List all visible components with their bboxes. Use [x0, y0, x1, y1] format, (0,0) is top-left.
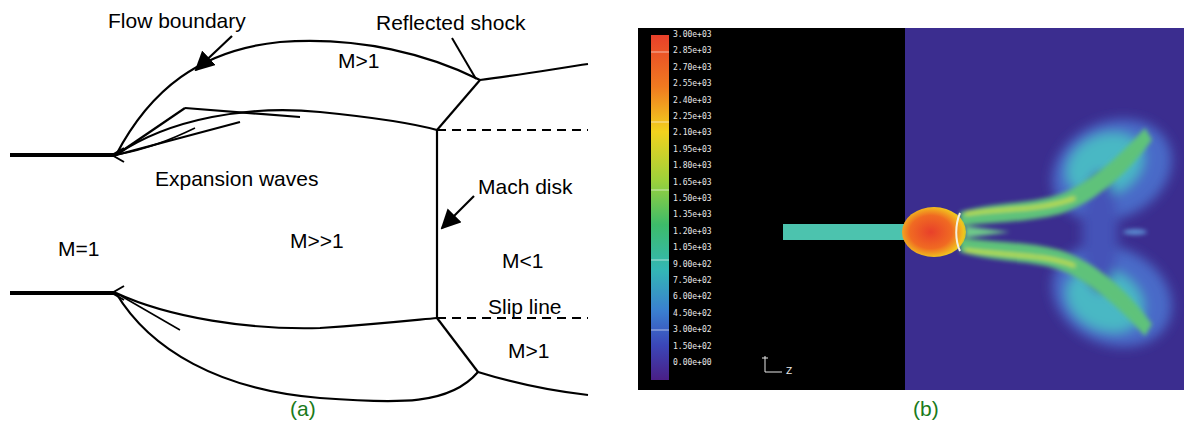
part-label: Mach disk: [478, 176, 573, 197]
colorbar-tick: 1.50e+02: [673, 343, 712, 351]
colorbar-tick: 2.25e+03: [673, 113, 712, 121]
colorbar-tick: 3.00e+02: [673, 326, 712, 334]
colorbar-tick: 3.00e+03: [673, 31, 712, 39]
part-label: Slip line: [488, 296, 562, 317]
colorbar-tick: 1.05e+03: [673, 244, 712, 252]
colorbar-tick: 2.70e+03: [673, 64, 712, 72]
colorbar-tick: 4.50e+02: [673, 310, 712, 318]
mach-number: M=1: [58, 238, 99, 259]
axis-label: Z: [786, 367, 792, 376]
part-label: Expansion waves: [155, 168, 318, 189]
mach-number: M<1: [502, 250, 543, 271]
mach-number: M>>1: [290, 230, 344, 251]
colorbar-tick: 1.80e+03: [673, 162, 712, 170]
colorbar-tick: 1.50e+03: [673, 195, 712, 203]
jet-schematic: [10, 36, 588, 401]
colorbar-tick: 2.40e+03: [673, 97, 712, 105]
colorbar-tick: 1.20e+03: [673, 228, 712, 236]
colorbar-tick: 2.10e+03: [673, 129, 712, 137]
colorbar-tick: 7.50e+02: [673, 277, 712, 285]
colorbar-tick: 1.95e+03: [673, 146, 712, 154]
colorbar-tick: 9.00e+02: [673, 261, 712, 269]
part-label: Reflected shock: [376, 12, 525, 33]
panel-label: (b): [913, 398, 939, 419]
part-label: Flow boundary: [108, 10, 246, 31]
colorbar-tick: 2.85e+03: [673, 47, 712, 55]
mach-number: M>1: [508, 340, 549, 361]
colorbar-tick: 6.00e+02: [673, 293, 712, 301]
colorbar-tick: 1.35e+03: [673, 211, 712, 219]
contour-plot: [638, 28, 1188, 390]
colorbar-tick: 0.00e+00: [673, 359, 712, 367]
mach-number: M>1: [338, 50, 379, 71]
colorbar-tick: 1.65e+03: [673, 179, 712, 187]
colorbar-tick: 2.55e+03: [673, 80, 712, 88]
panel-label: (a): [290, 398, 316, 419]
